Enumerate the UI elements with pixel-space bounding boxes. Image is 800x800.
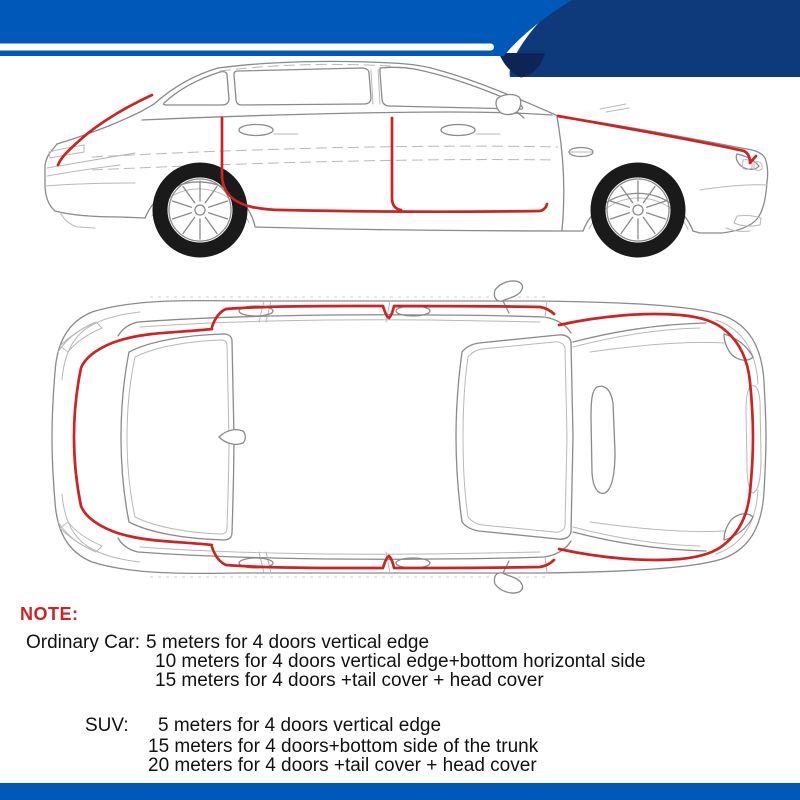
red-front-door-edge [390,116,403,212]
red-rear-door-edge-and-sill [220,116,549,214]
mirror-bottom [493,572,524,594]
red-door-top-edge [210,304,556,329]
top-body-outline [51,296,767,578]
wheel-spoke [645,200,667,208]
wheel-spoke [620,216,634,235]
red-tail-cover-loop [72,327,214,547]
top-mirrors [493,280,524,594]
rear-wheel [152,162,248,258]
banner-navy-band [509,0,800,77]
trim-highlight-top [72,304,755,570]
banner-dark-wedge [499,53,545,78]
hood-vent [590,385,616,494]
header-banner [0,0,800,78]
trim-highlight-side [56,93,758,214]
top-details [57,300,762,574]
red-trunk-edge [56,93,154,167]
wheel-spoke [171,212,193,220]
rear-window-frame [120,333,235,541]
mirror-top [493,280,524,302]
banner-blue-band [0,0,572,56]
windshield-frame [455,334,574,540]
wheel-spoke [620,185,634,204]
car-top-view [51,280,767,594]
wheel-spoke [204,185,218,204]
red-hood-edge [556,114,758,165]
footer-bar [0,783,800,800]
red-head-cover-loop [557,312,755,562]
wheel-spoke [182,216,196,235]
wheel-spoke [645,212,667,220]
wheel-spoke [609,212,631,220]
wheel-spoke [182,185,196,204]
wheel-spoke [609,200,631,208]
side-body-details [44,103,768,232]
wheel-spoke [642,216,656,235]
wheel-spoke [207,200,229,208]
side-windows [162,63,524,110]
roof-antenna [218,429,246,445]
front-grille [745,385,762,494]
red-door-bottom-edge [210,545,556,570]
front-wheel [590,162,686,258]
wheel-spoke [642,185,656,204]
wheel-spoke [171,200,193,208]
wheel-spoke [207,212,229,220]
wheel-spoke [204,216,218,235]
side-mirror [495,93,525,119]
banner-white-stripe [0,43,494,51]
car-side-view [44,60,769,258]
